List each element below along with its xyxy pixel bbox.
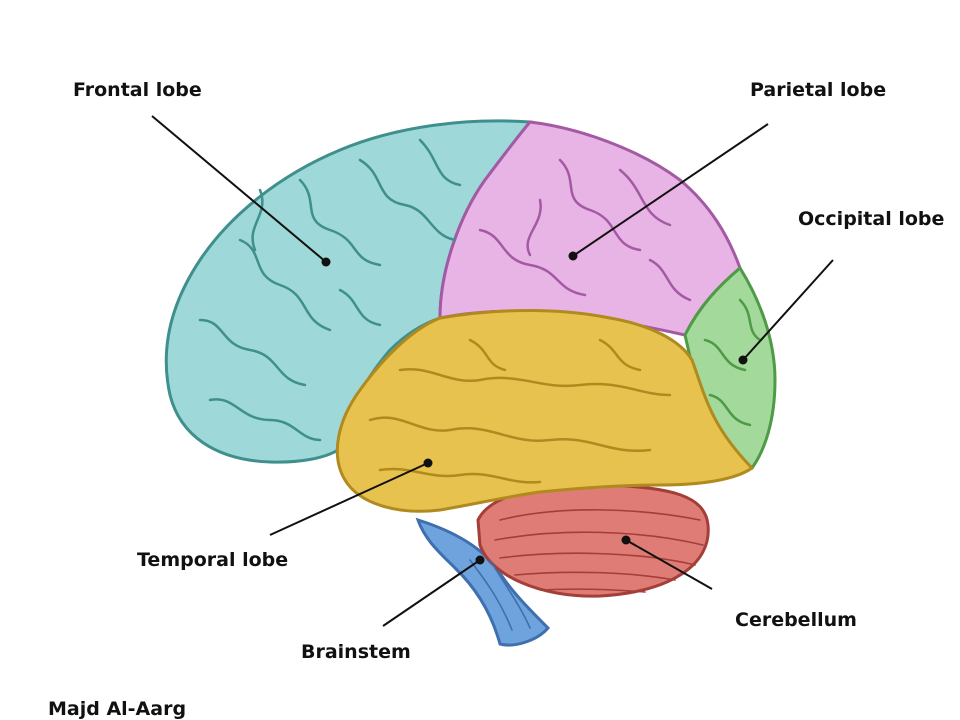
cerebellum-leader-dot [621,535,631,545]
author-credit: Majd Al-Aarg [48,698,187,720]
parietal-leader-line [572,123,769,257]
cerebellum-folia [494,509,704,593]
cerebellum-leader-line [625,539,713,590]
temporal-lobe-label: Temporal lobe [137,549,289,571]
occipital-leader-dot [738,355,748,365]
frontal-lobe-label: Frontal lobe [73,79,202,101]
temporal-lobe-region [335,309,755,513]
brainstem-leader-dot [475,555,485,565]
occipital-leader-line [742,259,834,361]
brainstem-label: Brainstem [301,641,411,663]
frontal-leader-line [151,115,327,263]
brainstem-leader-line [382,559,481,627]
parietal-lobe-label: Parietal lobe [750,79,887,101]
parietal-leader-dot [568,251,578,261]
occipital-gyri [703,298,762,427]
brainstem-lines [469,559,531,631]
parietal-gyri [478,158,692,302]
frontal-leader-dot [321,257,331,267]
temporal-leader-line [269,462,429,536]
temporal-leader-dot [423,458,433,468]
leader-lines [151,115,834,627]
cerebellum-label: Cerebellum [735,609,857,631]
temporal-gyri [368,338,672,484]
leader-dots [321,251,748,565]
occipital-lobe-label: Occipital lobe [798,208,945,230]
frontal-gyri [198,138,462,442]
